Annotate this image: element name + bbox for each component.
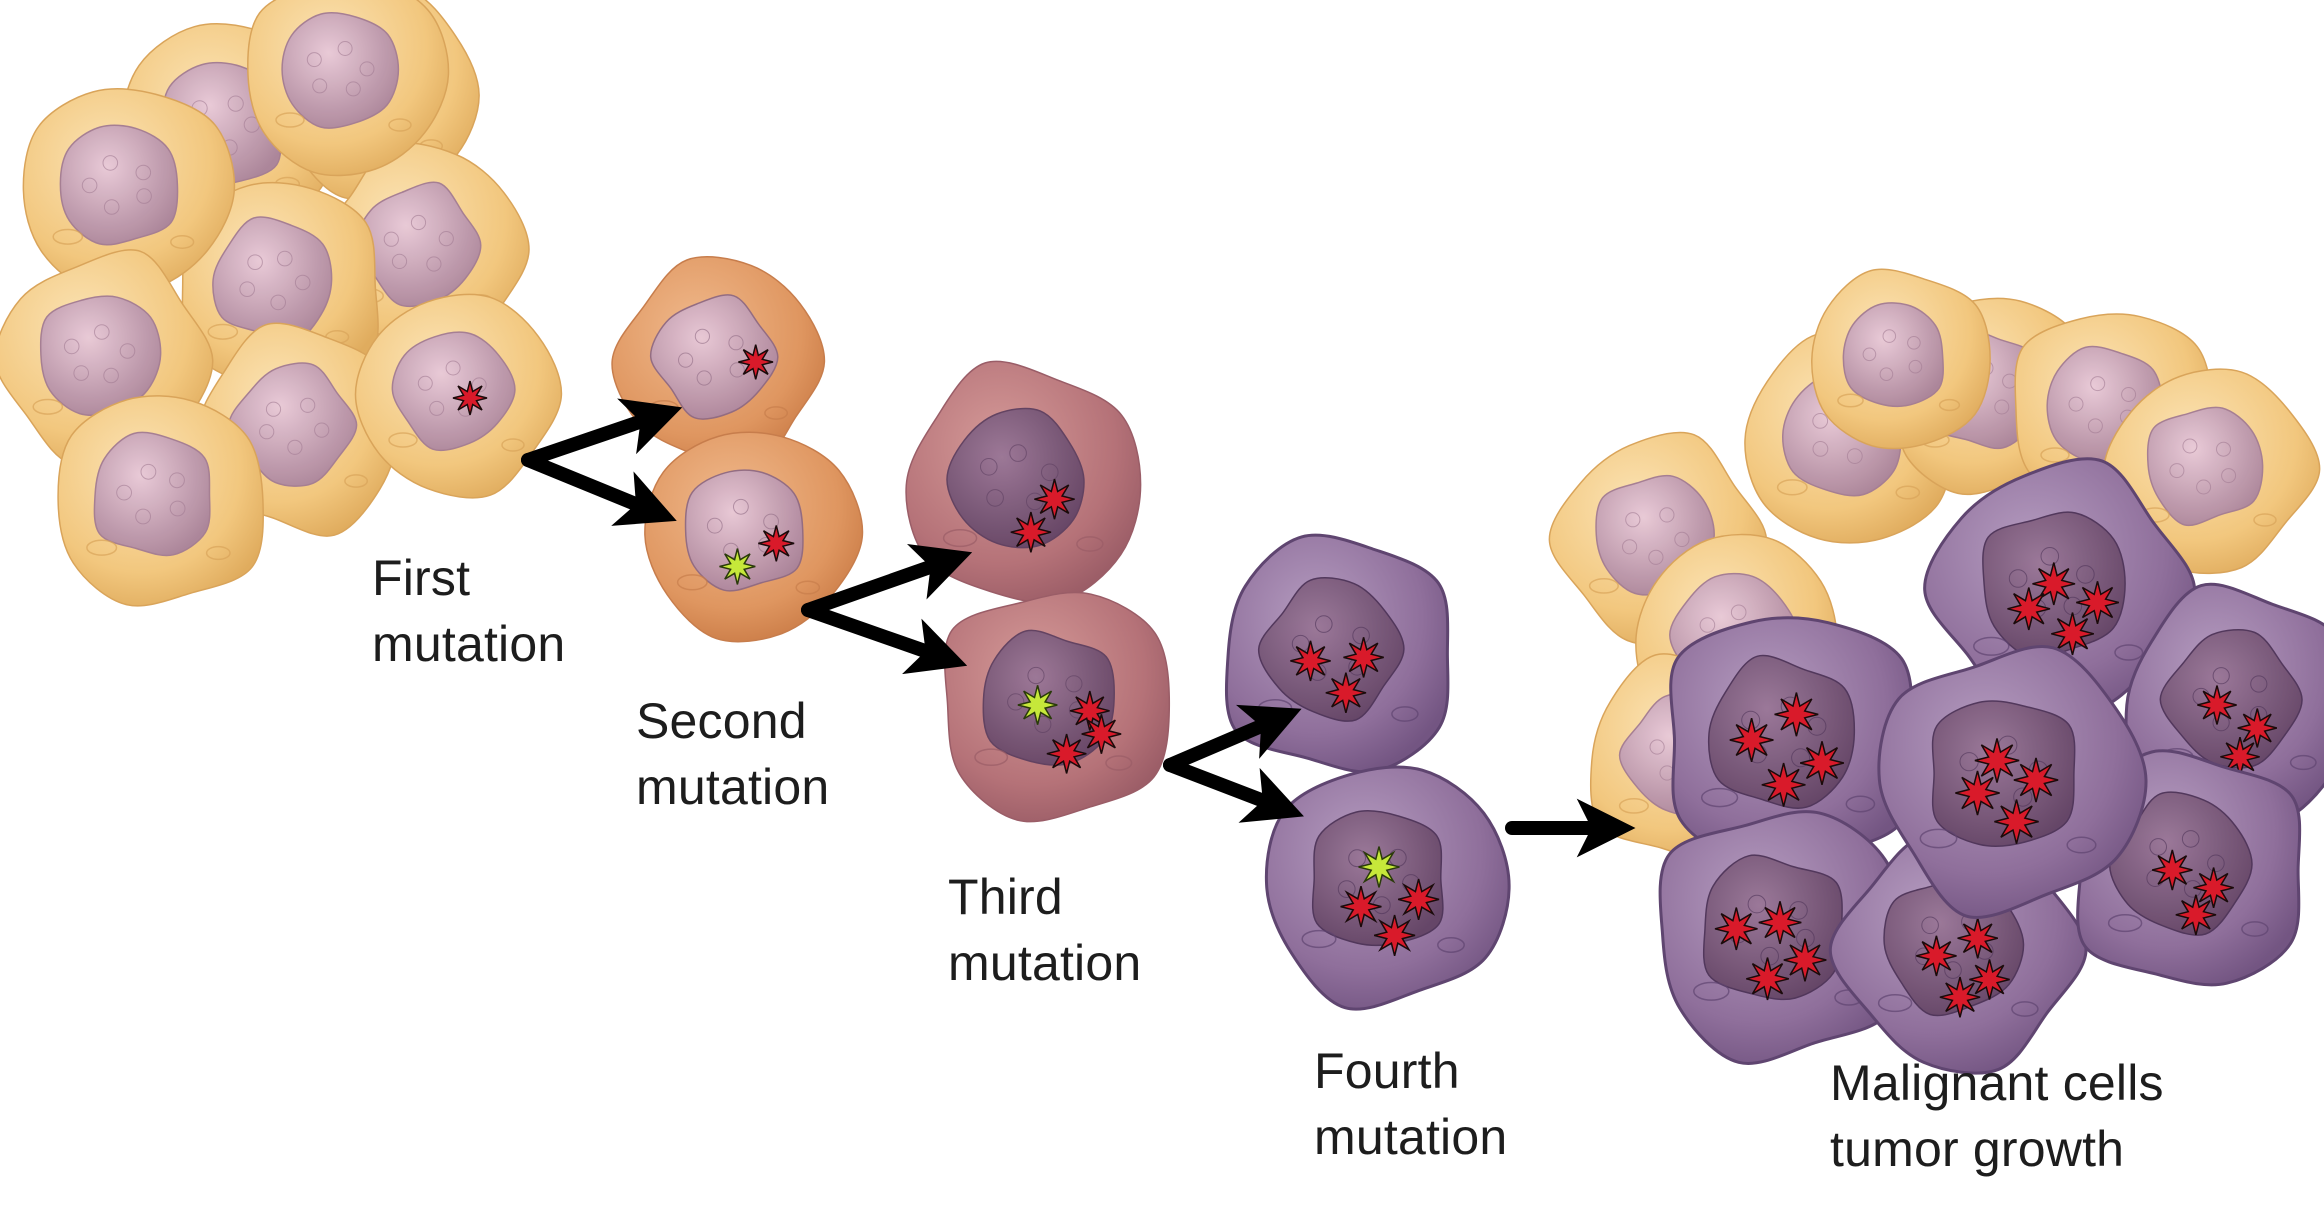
mutation-star-icon	[2197, 685, 2237, 725]
mutation-star-icon	[2076, 581, 2119, 624]
mutation-star-icon	[1017, 685, 1058, 725]
mutation-star-icon	[2152, 849, 2193, 891]
mutation-star-icon	[1974, 738, 2020, 783]
cell-icon	[1224, 533, 1450, 774]
cell-icon	[1658, 810, 1906, 1065]
mutation-star-icon	[1729, 718, 1774, 762]
mutation-star-icon	[1746, 957, 1789, 1001]
mutation-star-icon	[1800, 741, 1844, 785]
label-fourth-line1: Fourth	[1314, 1043, 1460, 1099]
cell-icon	[354, 293, 563, 499]
arrow-icon	[801, 603, 968, 675]
mutation-star-icon	[1761, 762, 1806, 807]
mutation-star-icon	[1957, 917, 1998, 959]
cell-icon	[905, 360, 1142, 604]
cell-icon	[644, 431, 864, 643]
mutation-star-icon	[2051, 612, 2094, 656]
mutation-star-icon	[1358, 846, 1400, 888]
cell-icon	[1264, 765, 1511, 1011]
mutation-star-icon	[719, 548, 756, 585]
label-third-line2: mutation	[948, 935, 1142, 991]
mutation-star-icon	[1034, 478, 1075, 520]
mutation-star-icon	[1758, 901, 1802, 944]
label-third-mutation: Third mutation	[948, 864, 1141, 996]
cell-icon	[1811, 268, 1991, 450]
label-malignant-cells: Malignant cells tumor growth	[1830, 1050, 2164, 1182]
mutation-star-icon	[1939, 976, 1981, 1018]
mutation-star-icon	[2175, 894, 2217, 936]
mutation-star-icon	[1010, 511, 1052, 553]
arrow-icon	[521, 398, 683, 467]
mutation-star-icon	[738, 344, 774, 380]
cell-icon	[247, 0, 450, 177]
mutation-star-icon	[452, 380, 488, 416]
cell-icon	[2103, 368, 2321, 575]
cell-icon	[1669, 616, 1914, 867]
mutation-star-icon	[1994, 799, 2039, 844]
mutation-star-icon	[758, 525, 795, 562]
label-final-line2: tumor growth	[1830, 1121, 2125, 1177]
label-second-mutation: Second mutation	[636, 688, 829, 820]
label-first-line1: First	[372, 550, 471, 606]
mutation-star-icon	[1343, 637, 1384, 678]
arrow-icon	[1163, 704, 1302, 772]
cell-icon	[22, 88, 236, 296]
cell-icon	[1923, 457, 2197, 722]
mutation-star-icon	[1783, 938, 1827, 982]
cell-icon	[181, 181, 379, 386]
cell-icon	[57, 395, 265, 607]
label-fourth-mutation: Fourth mutation	[1314, 1038, 1507, 1170]
label-first-mutation: First mutation	[372, 545, 565, 677]
arrow-icon	[801, 543, 973, 617]
mutation-star-icon	[1969, 959, 2010, 1000]
mutation-star-icon	[2007, 587, 2051, 631]
arrow-icon	[1163, 758, 1304, 823]
cell-icon	[943, 591, 1171, 823]
mutation-star-icon	[1714, 907, 1758, 951]
mutation-star-icon	[1290, 640, 1331, 682]
mutation-star-icon	[1340, 886, 1382, 928]
mutation-star-icon	[1325, 672, 1367, 713]
label-third-line1: Third	[948, 869, 1063, 925]
cell-icon	[1877, 645, 2148, 919]
label-fourth-line2: mutation	[1314, 1109, 1508, 1165]
label-final-line1: Malignant cells	[1830, 1055, 2164, 1111]
mutation-star-icon	[1398, 878, 1440, 920]
label-first-line2: mutation	[372, 616, 566, 672]
mutation-star-icon	[1081, 714, 1122, 754]
mutation-star-icon	[1046, 733, 1087, 774]
mutation-star-icon	[1374, 914, 1416, 956]
label-second-line2: mutation	[636, 759, 830, 815]
mutation-star-icon	[1916, 935, 1957, 977]
mutation-star-icon	[1774, 692, 1819, 737]
mutation-star-icon	[2237, 708, 2277, 748]
mutation-star-icon	[1955, 770, 2000, 816]
arrow-icon	[521, 453, 677, 526]
mutation-star-icon	[2193, 867, 2234, 908]
label-second-line1: Second	[636, 693, 807, 749]
mutation-star-icon	[2013, 757, 2059, 803]
